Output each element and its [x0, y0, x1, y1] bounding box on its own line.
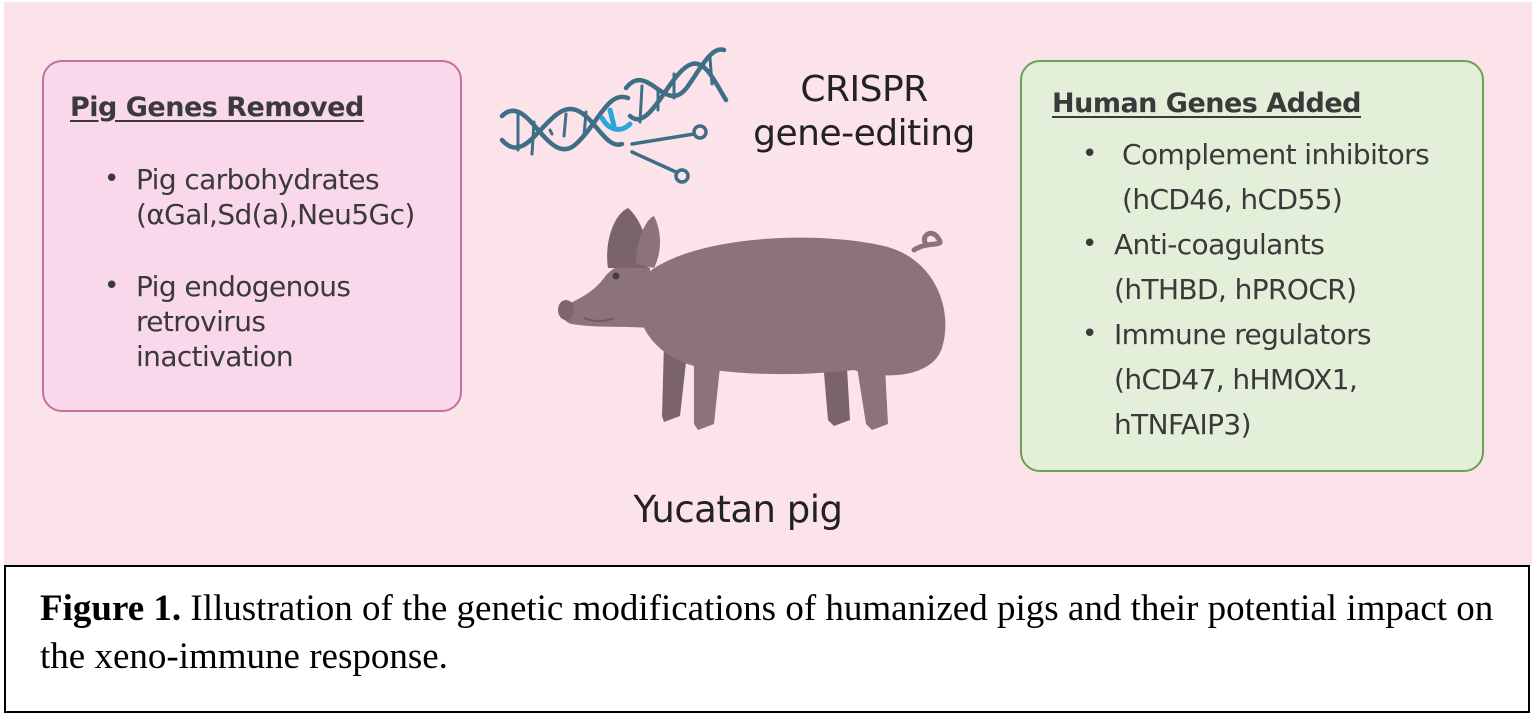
list-item: Anti-coagulants (hTHBD, hPROCR)	[1080, 222, 1429, 312]
figure-caption-box: Figure 1. Illustration of the genetic mo…	[4, 565, 1530, 713]
item-line: hTNFAIP3)	[1114, 408, 1252, 441]
list-item: Immune regulators (hCD47, hHMOX1, hTNFAI…	[1080, 312, 1429, 447]
figure-caption: Figure 1. Illustration of the genetic mo…	[40, 585, 1500, 681]
item-line: Pig endogenous	[136, 270, 351, 303]
crispr-label-line2: gene-editing	[753, 113, 975, 154]
added-box-heading: Human Genes Added	[1052, 88, 1361, 119]
item-line: (hTHBD, hPROCR)	[1114, 273, 1357, 306]
item-line: inactivation	[136, 340, 294, 373]
caption-label: Figure 1.	[40, 588, 182, 629]
list-item: Pig endogenous retrovirus inactivation	[102, 269, 415, 374]
item-line: (αGal,Sd(a),Neu5Gc)	[136, 198, 415, 231]
list-item: Pig carbohydrates (αGal,Sd(a),Neu5Gc)	[102, 162, 415, 232]
item-line: Anti-coagulants	[1114, 228, 1325, 261]
crispr-label: CRISPR gene-editing	[746, 68, 982, 156]
pig-genes-removed-box: Pig Genes Removed Pig carbohydrates (αGa…	[42, 60, 462, 412]
item-line: (hCD47, hHMOX1,	[1114, 363, 1358, 396]
item-line: Complement inhibitors	[1122, 138, 1430, 171]
removed-items-list: Pig carbohydrates (αGal,Sd(a),Neu5Gc) Pi…	[102, 162, 415, 411]
list-item: Complement inhibitors (hCD46, hCD55)	[1080, 132, 1430, 222]
crispr-label-line1: CRISPR	[800, 69, 928, 110]
item-line: (hCD46, hCD55)	[1122, 183, 1343, 216]
item-line: Immune regulators	[1114, 318, 1372, 351]
item-line: Pig carbohydrates	[136, 163, 380, 196]
dna-scissors-icon	[499, 47, 729, 184]
figure-panel: Pig Genes Removed Pig carbohydrates (αGa…	[4, 2, 1532, 565]
human-genes-added-box: Human Genes Added Complement inhibitors …	[1020, 60, 1484, 472]
added-items-list: Complement inhibitors (hCD46, hCD55) Ant…	[1080, 132, 1430, 447]
yucatan-pig-label: Yucatan pig	[633, 488, 843, 531]
item-line: retrovirus	[136, 305, 266, 338]
pig-illustration	[558, 208, 946, 430]
removed-box-heading: Pig Genes Removed	[70, 92, 364, 123]
caption-text: Illustration of the genetic modification…	[40, 588, 1494, 677]
